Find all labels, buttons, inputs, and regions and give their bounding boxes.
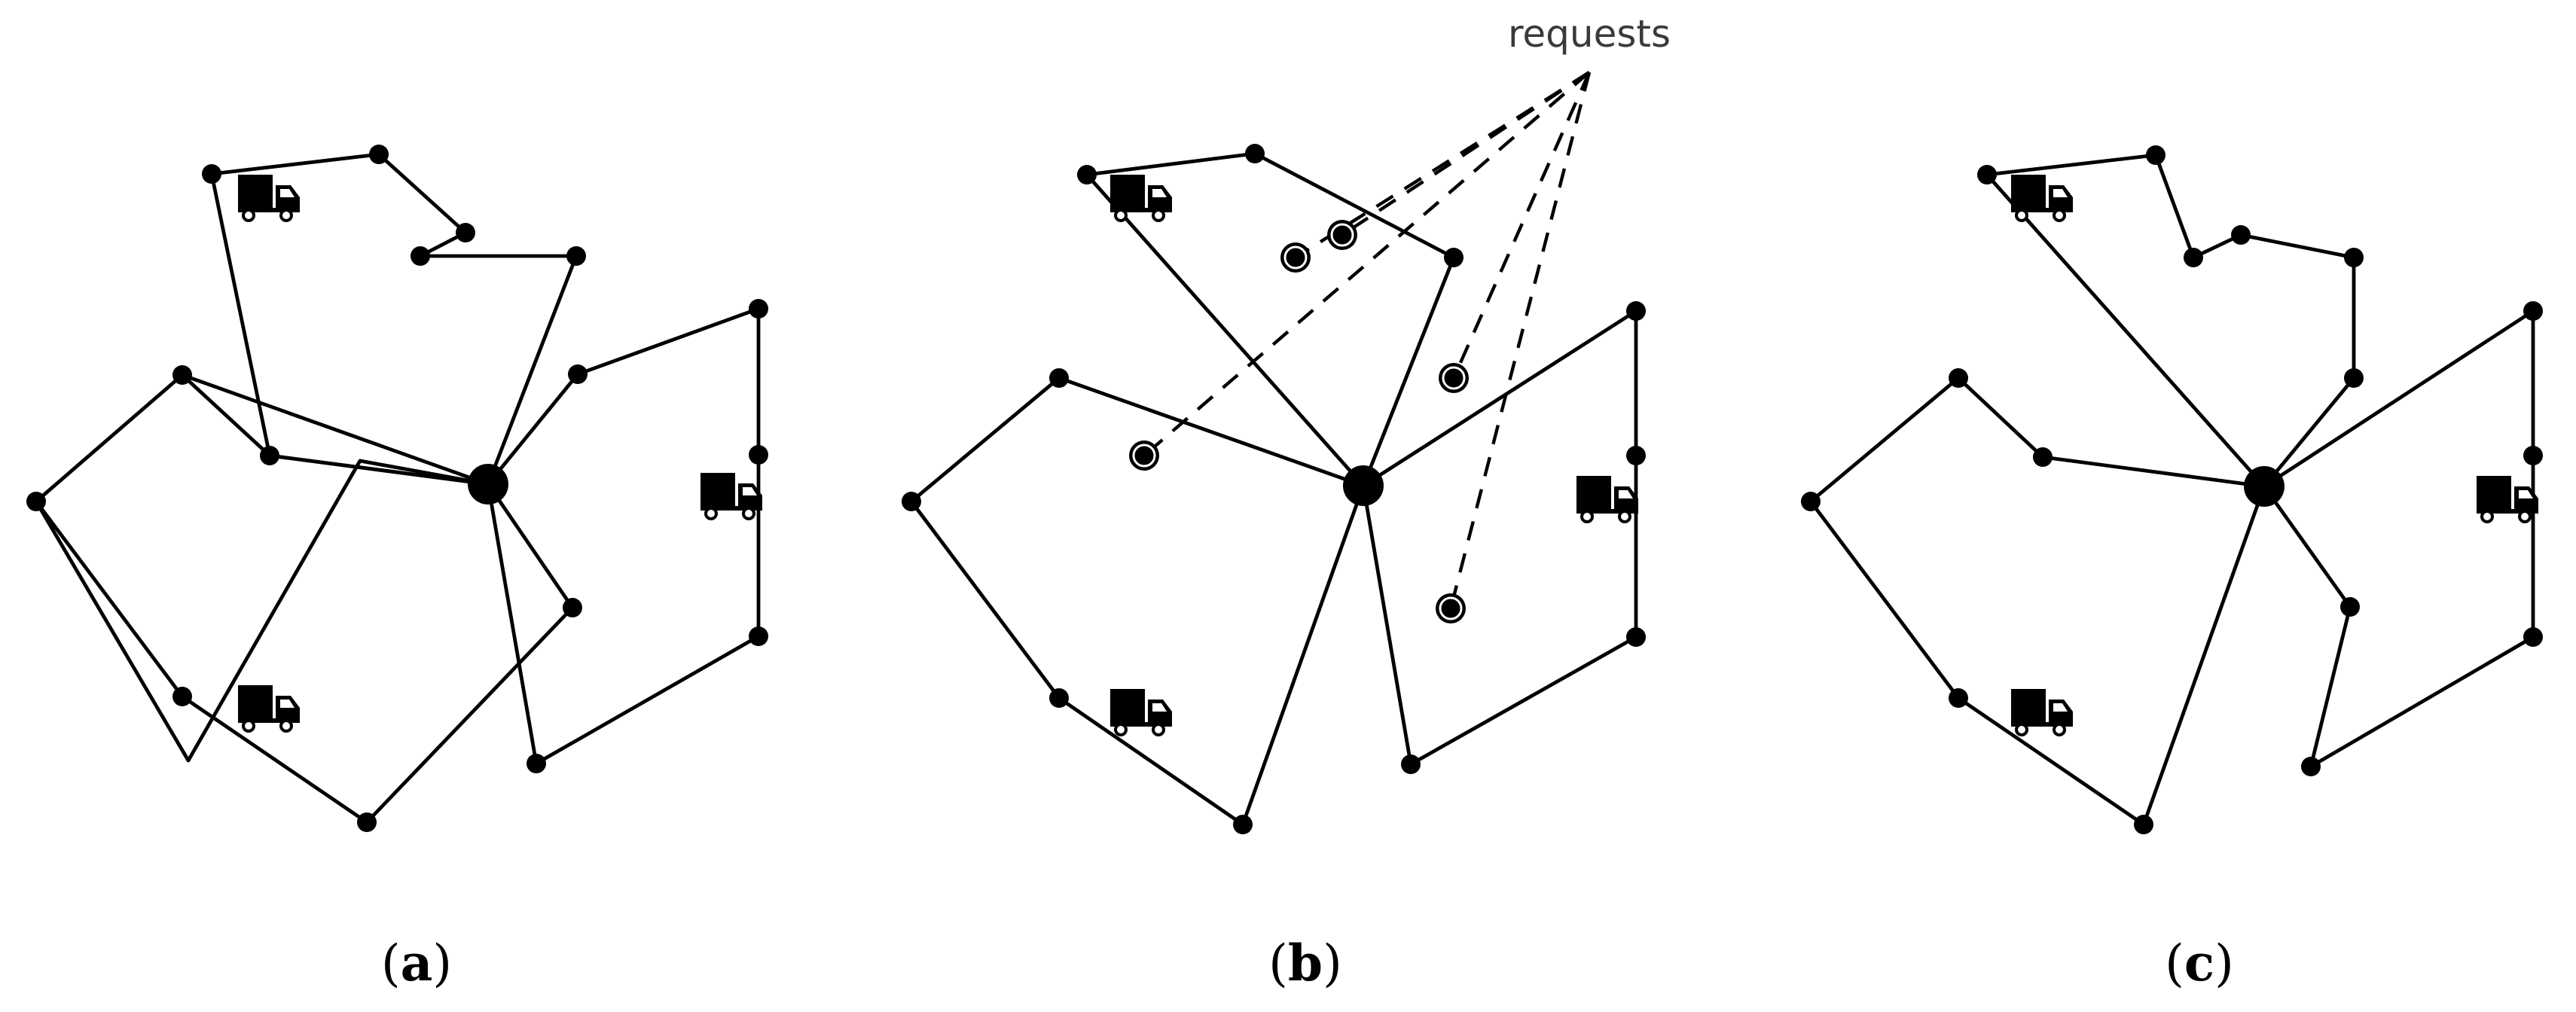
customer-node [749,626,768,646]
customer-node [566,246,586,266]
customer-node [749,445,768,465]
requests-annotation: requests [1508,12,1671,56]
route-a-1 [34,373,575,825]
customer-node [2523,301,2543,321]
truck-icon [2477,476,2538,523]
customer-node [749,299,768,319]
panel-c [1801,145,2543,834]
truck-icon [238,175,300,222]
customer-node [2340,597,2360,617]
customer-node [1077,165,1097,184]
request-lines [1143,71,1592,609]
depot-node [1343,465,1384,506]
customer-node [1245,144,1265,163]
customer-node [1049,368,1069,388]
request-pointer-line [1341,71,1591,236]
customer-node [1949,368,1968,388]
customer-node [1444,248,1463,267]
customer-node [1949,688,1968,708]
truck-icon [1110,175,1172,222]
truck-icon [2011,689,2073,736]
request-pointer-line [1451,72,1592,379]
truck-icon [1110,689,1172,736]
customer-node [2344,368,2364,388]
panel-a [26,145,768,832]
customer-node [2523,446,2543,465]
customer-node [1801,492,1821,511]
customer-node [2134,815,2153,834]
request-node [1436,593,1466,623]
customer-node [1977,165,1997,184]
route-b-3 [1361,309,1638,767]
customer-node [260,446,279,465]
truck-icon [238,685,300,733]
route-b-1 [909,376,1366,827]
truck-icon [2011,175,2073,222]
customer-node [1626,446,1646,465]
depot-node [2244,466,2285,507]
customer-node [1401,754,1421,774]
customer-node [369,145,389,164]
customer-node [568,364,588,384]
route-a-2 [209,152,578,486]
route-c-3 [2262,309,2535,769]
customer-node [2033,447,2053,467]
customer-node [411,246,430,266]
requests-label: requests [1508,12,1671,56]
customer-node [26,492,46,511]
customer-node [2231,225,2251,245]
route-c-2 [1985,153,2356,489]
request-pointer-line [1294,71,1591,259]
customer-node [902,492,921,511]
panel-label-a: (a) [381,934,452,992]
truck-icon [1576,476,1638,523]
request-node [1129,440,1159,471]
request-node [1280,242,1311,273]
route-c-1 [1808,376,2266,827]
request-pointer-line [1143,71,1591,457]
request-node [1327,220,1357,250]
customer-node [172,365,192,385]
customer-node [2301,757,2321,776]
customer-node [563,598,582,617]
customer-node [172,687,192,706]
customer-node [2146,145,2165,165]
customer-node [526,754,546,773]
depot-node [468,464,508,504]
truck-icon [700,473,762,520]
panel-label-c: (c) [2165,934,2234,992]
panel-label-b: (b) [1268,934,1342,992]
panel-b [902,144,1646,834]
request-pointer-line [1448,72,1592,609]
customer-node [2344,248,2364,267]
customer-node [1233,815,1253,834]
customer-node [1626,301,1646,321]
customer-node [357,812,377,832]
customer-node [2523,627,2543,647]
customer-node [2184,248,2203,267]
customer-node [1626,627,1646,647]
customer-node [202,164,221,184]
customer-node [1049,688,1069,708]
request-node [1439,363,1469,393]
customer-node [456,223,475,242]
